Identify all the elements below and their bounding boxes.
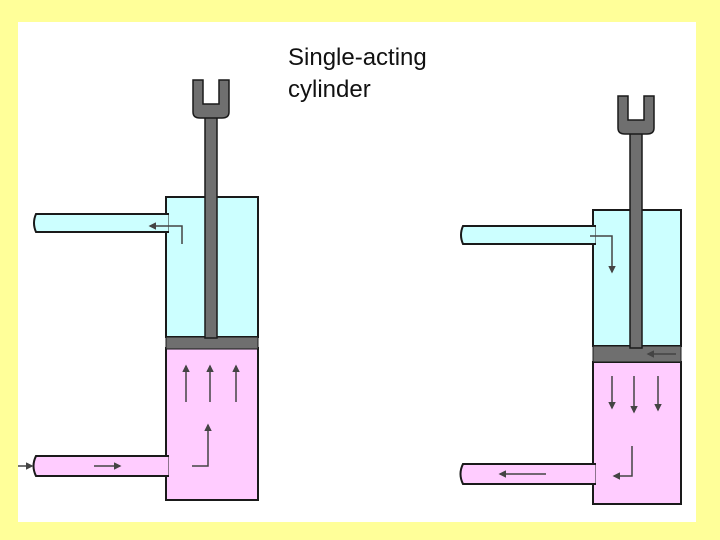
right-cylinder (459, 95, 682, 505)
left-lower-chamber (165, 347, 259, 501)
left-piston-rod (204, 109, 218, 339)
left-top-pipe (33, 213, 169, 233)
title-line-2: cylinder (288, 76, 371, 103)
left-flow-arrows (18, 222, 240, 470)
left-clevis-fork (192, 79, 230, 119)
right-piston-rod (629, 127, 643, 349)
right-top-pipe (460, 225, 596, 245)
right-clevis-fork (617, 95, 655, 135)
left-cylinder (18, 79, 259, 501)
diagram-title: Single-acting cylinder (288, 42, 427, 106)
title-line-1: Single-acting (288, 44, 427, 71)
right-lower-chamber (592, 361, 682, 505)
slide-background (18, 22, 696, 522)
left-piston-head (165, 336, 259, 350)
right-flow-arrows (498, 235, 676, 480)
